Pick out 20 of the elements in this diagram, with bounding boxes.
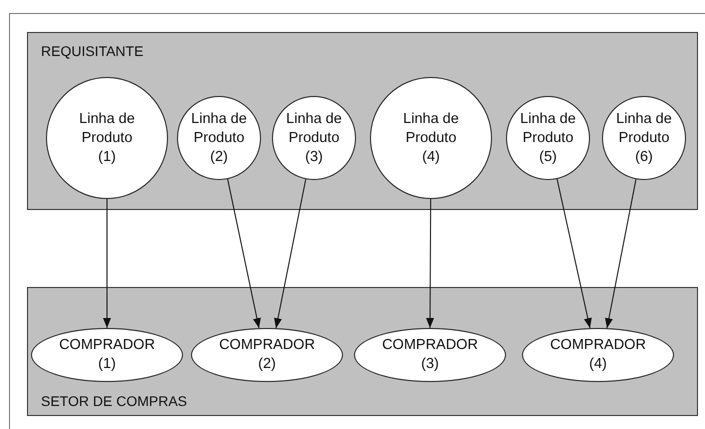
node-label: Linha de Produto (1) [78, 110, 136, 166]
arrow [274, 178, 306, 329]
arrow [556, 178, 592, 329]
node-label: COMPRADOR (1) [58, 336, 156, 374]
node-label: Linha de Produto (3) [285, 110, 343, 166]
swimlane-band [27, 32, 698, 210]
node-label: COMPRADOR (3) [381, 336, 479, 374]
node-label: Linha de Produto (2) [190, 110, 248, 166]
arrow [227, 178, 261, 329]
node-label: COMPRADOR (4) [549, 336, 647, 374]
lane-title: REQUISITANTE [41, 43, 144, 59]
node-label: Linha de Produto (4) [402, 110, 460, 166]
arrow [103, 198, 111, 328]
node-label: COMPRADOR (2) [218, 336, 316, 374]
node-label: Linha de Produto (6) [615, 110, 673, 166]
arrow [604, 178, 636, 329]
lane-title: SETOR DE COMPRAS [41, 393, 187, 409]
arrow [426, 198, 434, 328]
node-label: Linha de Produto (5) [519, 110, 577, 166]
swimlane-band [27, 287, 698, 416]
